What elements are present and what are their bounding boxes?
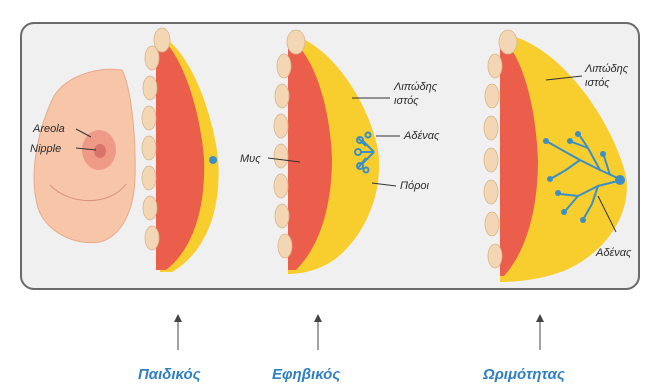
nipple-label: Nipple <box>30 143 61 155</box>
adenas-label-1: Αδένας <box>403 130 440 142</box>
stage-puberty-label: Εφηβικός <box>272 366 340 383</box>
childhood-cross-section <box>142 28 219 272</box>
puberty-cross-section: Μυς Λιπώδης ιστός Αδένας Πόροι <box>240 30 440 274</box>
childhood-gland-dot <box>209 156 217 164</box>
stage-arrows <box>174 314 544 350</box>
lipodis-label-1: Λιπώδης <box>393 81 438 93</box>
mys-label: Μυς <box>240 153 261 165</box>
nipple-shape <box>94 144 106 158</box>
istos-label-2: ιστός <box>585 77 610 89</box>
poroi-label: Πόροι <box>400 180 430 192</box>
lipodis-label-2: Λιπώδης <box>584 63 629 75</box>
front-view-illustration: Areola Nipple <box>30 69 135 242</box>
maturity-cross-section: Λιπώδης ιστός Αδένας <box>484 30 632 282</box>
istos-label-1: ιστός <box>394 95 419 107</box>
adenas-label-2: Αδένας <box>595 247 632 259</box>
stage-childhood-label: Παιδικός <box>138 366 201 383</box>
areola-label: Areola <box>32 123 65 135</box>
stage-maturity-label: Ωριμότητας <box>482 366 565 383</box>
